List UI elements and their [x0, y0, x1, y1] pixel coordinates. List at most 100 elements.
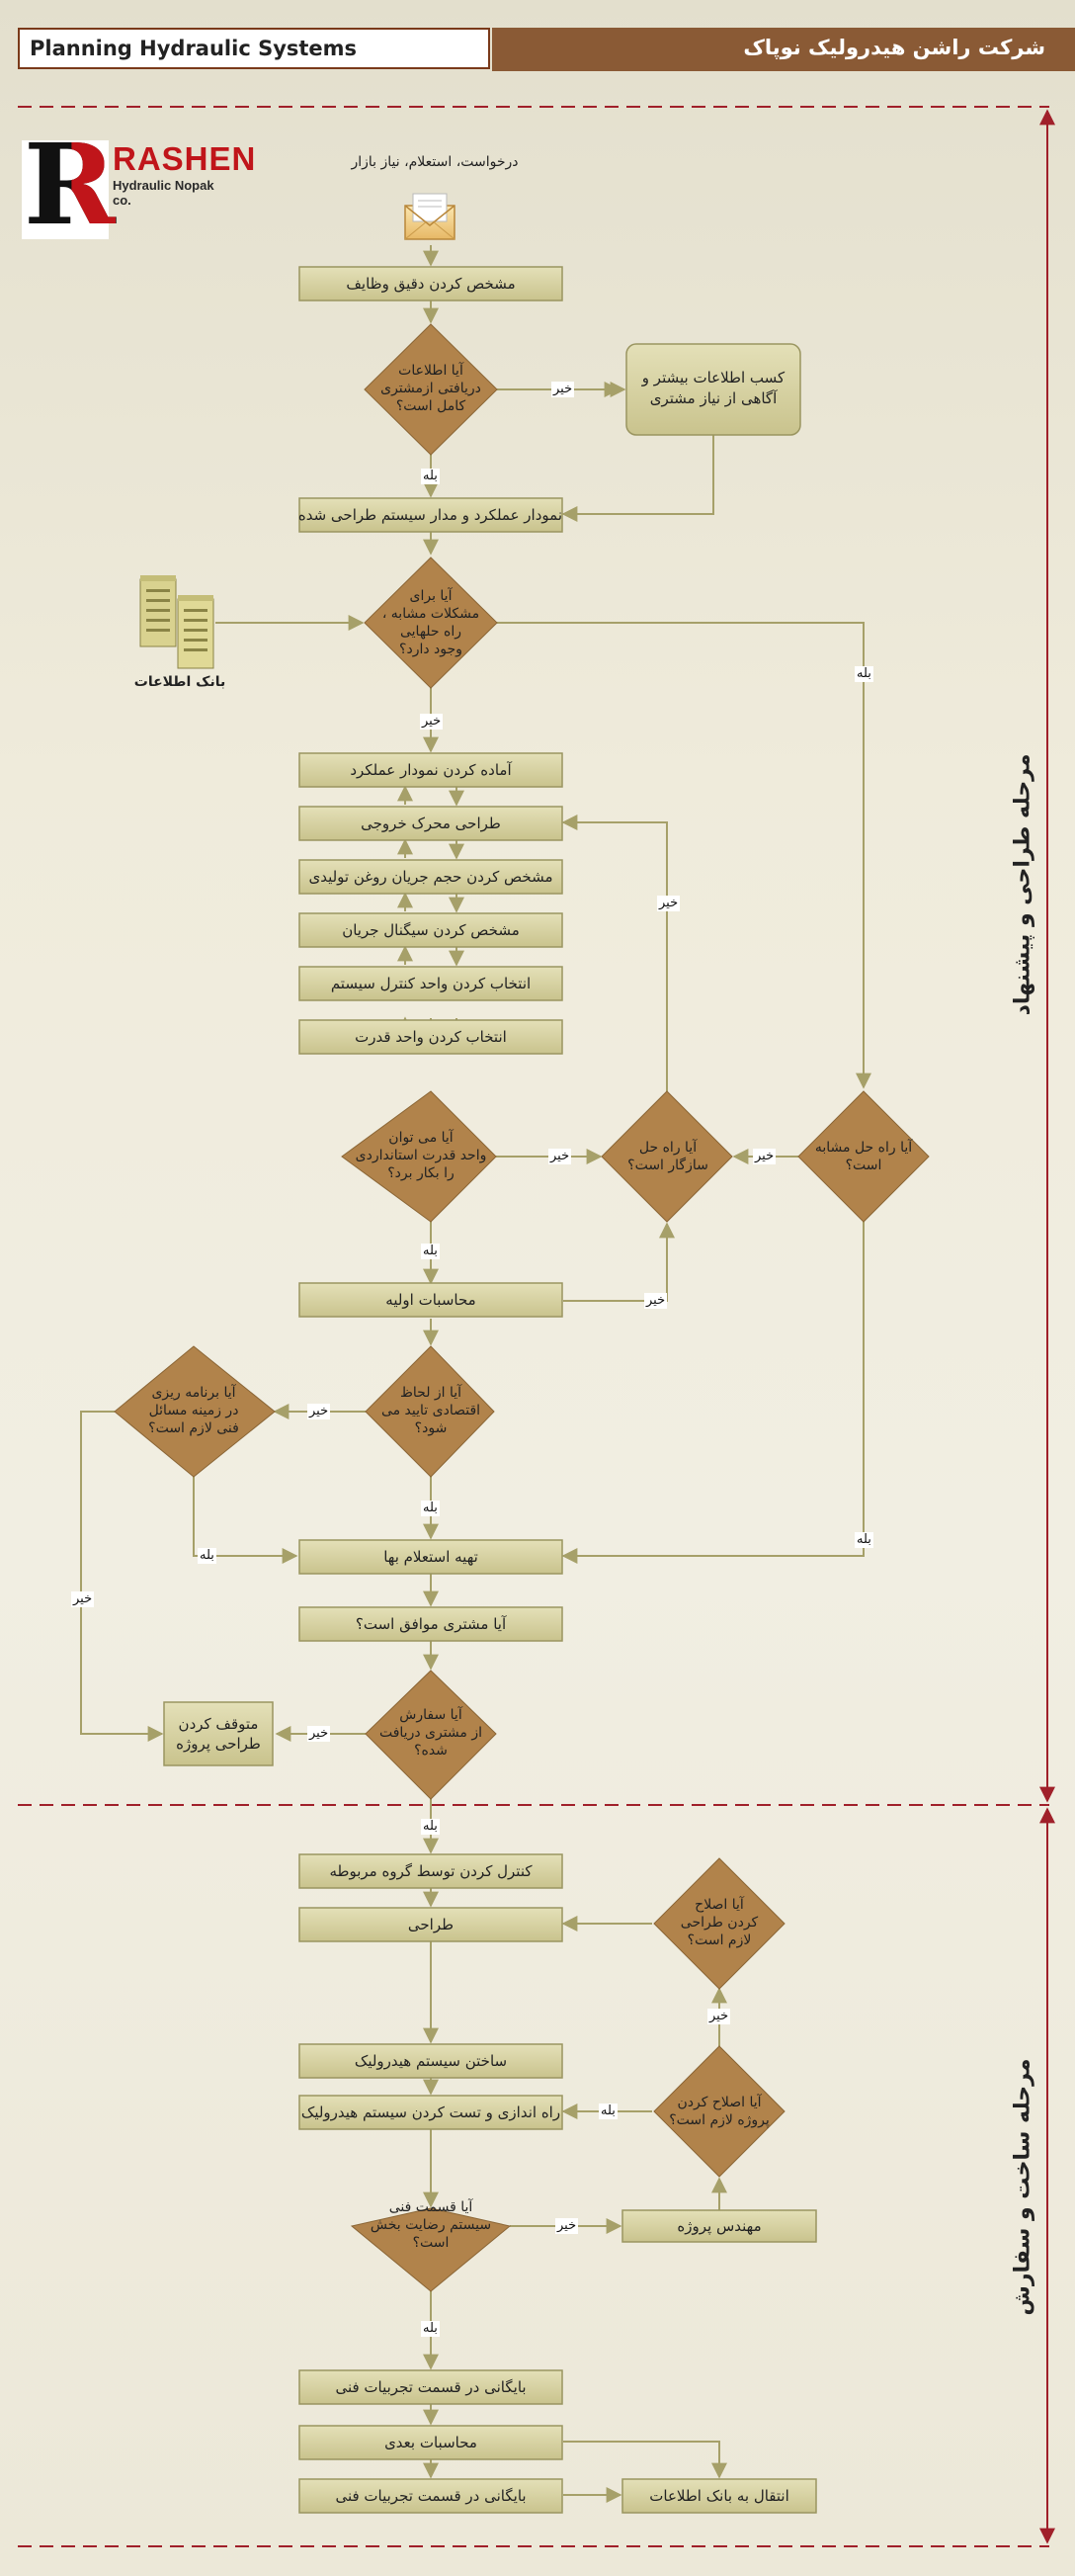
more-info-box	[625, 343, 801, 436]
power-unit-box	[298, 1019, 563, 1055]
customer-agree-text: آیا مشتری موافق است؟	[355, 1615, 507, 1633]
initial-calc-box	[298, 1282, 563, 1318]
logo-mark: R R	[22, 130, 116, 241]
d10-project-fix-diamond	[653, 2045, 786, 2178]
connector	[563, 1222, 675, 1302]
header-title-box: Planning Hydraulic Systems	[18, 28, 490, 69]
build-phase-label: مرحله ساخت و سفارش	[1010, 2058, 1035, 2316]
database-building-icon	[139, 575, 214, 669]
label-no: خیر	[555, 2218, 579, 2234]
d8-text: آیا سفارش از مشتری دریافت شده؟	[378, 1707, 483, 1759]
label-no: خیر	[644, 1293, 668, 1309]
archive-box-2	[298, 2478, 563, 2514]
label-yes: بله	[855, 1532, 873, 1548]
logo-name: RASHEN	[113, 140, 257, 177]
price-inquiry-box	[298, 1539, 563, 1575]
next-calc-text: محاسبات بعدی	[384, 2434, 477, 2451]
system-diagram-box	[298, 497, 563, 533]
header-company-bar: شرکت راشن هیدرولیک نوپاک	[492, 28, 1075, 71]
d11-text: آیا قسمت فنی سیستم رضایت بخش است؟	[370, 2199, 492, 2251]
d6-text: آیا از لحاظ اقتصادی تایید می شود؟	[380, 1385, 481, 1436]
archive-box-1	[298, 2369, 563, 2405]
design-box	[298, 1907, 563, 1942]
design-text: طراحی	[407, 1916, 455, 1933]
label-no: خیر	[707, 2009, 731, 2024]
header-title-english: Planning Hydraulic Systems	[30, 37, 358, 60]
task-definition-box	[298, 266, 563, 301]
logo-letter-red: R	[24, 121, 117, 250]
next-calc-box	[298, 2425, 563, 2460]
group-control-box	[298, 1853, 563, 1889]
test-system-box	[298, 2095, 563, 2130]
connector	[193, 1475, 298, 1564]
header-company-name: شرکت راشن هیدرولیک نوپاک	[743, 36, 1045, 59]
d8-order-received-diamond	[365, 1670, 497, 1800]
label-no: خیر	[420, 714, 444, 730]
build-system-box	[298, 2043, 563, 2079]
label-no: خیر	[753, 1149, 777, 1164]
d4-compatible-diamond	[601, 1090, 733, 1223]
d5-text: آیا راه حل مشابه است؟	[814, 1140, 913, 1173]
output-actuator-text: طراحی محرک خروجی	[361, 815, 501, 832]
d11-tech-satisfy-diamond	[350, 2207, 512, 2292]
test-system-text: راه اندازی و تست کردن سیستم هیدرولیک	[300, 2104, 561, 2121]
connector	[563, 2441, 727, 2479]
d2-similar-solutions-diamond	[364, 557, 498, 689]
customer-agree-box	[298, 1606, 563, 1642]
label-yes: بله	[421, 2321, 440, 2337]
project-engineer-text: مهندس پروژه	[677, 2217, 762, 2235]
connector	[80, 1411, 164, 1742]
archive-text-2: بایگانی در قسمت تجربیات فنی	[335, 2487, 527, 2505]
d9-text: آیا اصلاح کردن طراحی لازم است؟	[680, 1897, 759, 1948]
logo-subtitle: Hydraulic Nopak co.	[113, 178, 214, 208]
oil-flow-box	[298, 859, 563, 895]
label-yes: بله	[855, 666, 873, 682]
price-inquiry-text: تهیه استعلام بها	[383, 1548, 478, 1566]
oil-flow-text: مشخص کردن حجم جریان روغن تولیدی	[308, 868, 553, 886]
d3-standard-power-diamond	[341, 1090, 497, 1223]
d1-complete-info-diamond	[364, 323, 498, 456]
control-unit-box	[298, 966, 563, 1001]
flow-signal-text: مشخص کردن سیگنال جریان	[342, 921, 520, 939]
d7-tech-planning-diamond	[114, 1345, 276, 1478]
d2-text: آیا برای مشکلات مشابه ، راه حلهایی وجود …	[381, 588, 480, 657]
more-info-text: کسب اطلاعات بیشتر و آگاهی از نیاز مشتری	[641, 369, 786, 407]
database-label: بانک اطلاعات	[133, 674, 226, 690]
project-engineer-box	[621, 2209, 817, 2243]
label-yes: بله	[421, 1244, 440, 1259]
label-yes: بله	[599, 2104, 618, 2119]
d10-text: آیا اصلاح کردن پروژه لازم است؟	[669, 2095, 770, 2128]
system-diagram-text: نمودار عملکرد و مدار سیستم طراحی شده	[297, 506, 562, 524]
connector	[561, 1222, 865, 1564]
build-system-text: ساختن سیستم هیدرولیک	[354, 2052, 508, 2070]
decision-diamonds	[114, 323, 930, 2292]
prepare-diagram-text: آماده کردن نمودار عملکرد	[350, 761, 512, 779]
prepare-diagram-box	[298, 752, 563, 788]
label-yes: بله	[421, 1501, 440, 1516]
label-yes: بله	[421, 469, 440, 484]
output-actuator-box	[298, 806, 563, 841]
stop-project-text: متوقف کردن طراحی پروژه	[176, 1715, 261, 1753]
connector	[561, 435, 714, 522]
d7-text: آیا برنامه ریزی در زمینه مسائل فنی لازم …	[148, 1385, 239, 1436]
envelope-icon	[404, 193, 455, 240]
process-boxes	[163, 266, 817, 2514]
label-no: خیر	[307, 1726, 331, 1742]
d3-text: آیا می توان واحد قدرت استانداردی را بکار…	[355, 1130, 487, 1181]
label-yes: بله	[198, 1548, 216, 1564]
stop-project-box	[163, 1701, 274, 1766]
d9-design-fix-diamond	[653, 1857, 786, 1990]
d4-text: آیا راه حل سازگار است؟	[627, 1140, 708, 1173]
start-label: درخواست، استعلام، نیاز بازار	[351, 154, 519, 170]
transfer-db-text: انتقال به بانک اطلاعات	[649, 2487, 789, 2505]
d6-economic-diamond	[365, 1345, 495, 1478]
label-no: خیر	[307, 1404, 331, 1419]
d5-similar-diamond	[797, 1090, 930, 1223]
flow-signal-box	[298, 912, 563, 948]
label-yes: بله	[421, 1819, 440, 1835]
label-no: خیر	[71, 1591, 95, 1607]
d1-text: آیا اطلاعات دریافتی ازمشتری کامل است؟	[380, 363, 481, 414]
logo-letter: R	[24, 121, 117, 250]
